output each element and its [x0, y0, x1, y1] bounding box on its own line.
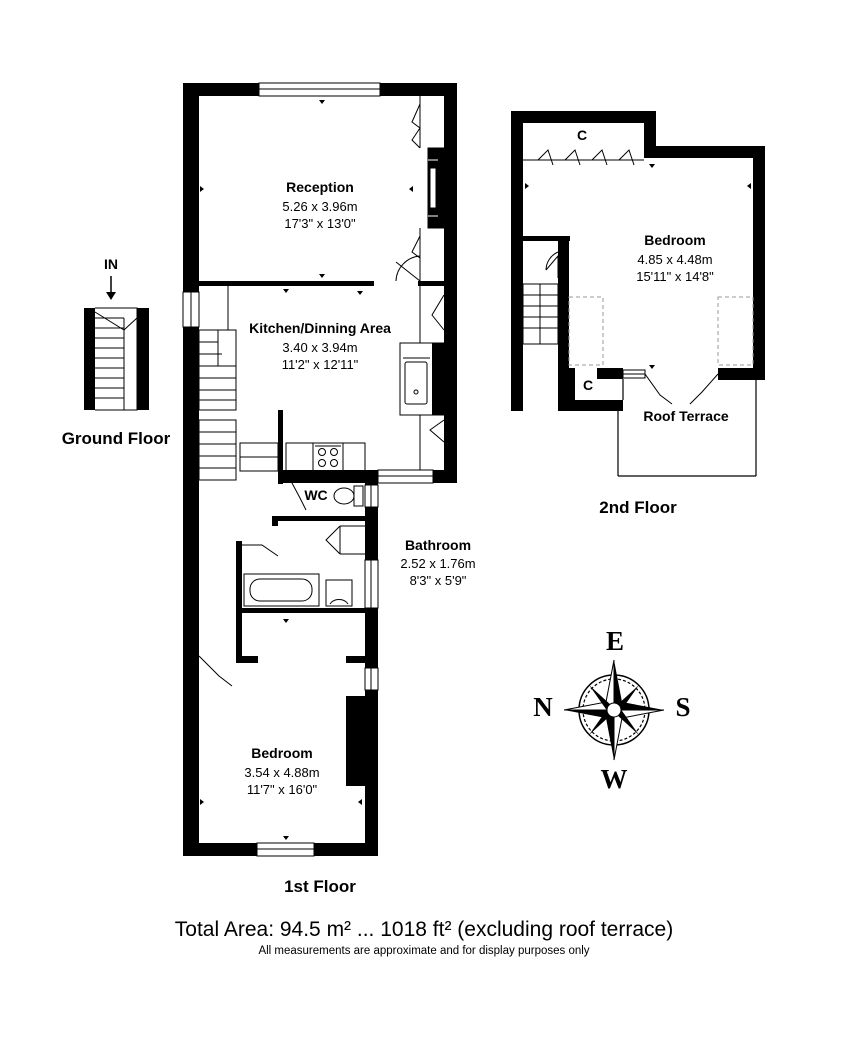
bedroom1-imperial: 11'7" x 16'0": [246, 782, 318, 797]
compass-east-label: E: [605, 626, 624, 656]
cupboard-bottom-label: C: [582, 377, 594, 393]
bedroom1-metric: 3.54 x 4.88m: [244, 765, 320, 780]
reception-metric: 5.26 x 3.96m: [282, 199, 358, 214]
total-area: Total Area: 94.5 m² ... 1018 ft² (exclud…: [174, 918, 674, 941]
bedroom2-name: Bedroom: [644, 232, 706, 248]
measurement-disclaimer: All measurements are approximate and for…: [258, 945, 590, 957]
compass-south-label: S: [675, 692, 691, 722]
bathroom-imperial: 8'3" x 5'9": [409, 573, 467, 588]
bathroom-metric: 2.52 x 1.76m: [400, 556, 476, 571]
bedroom2-imperial: 15'11" x 14'8": [636, 269, 714, 284]
bedroom2-metric: 4.85 x 4.48m: [637, 252, 713, 267]
reception-imperial: 17'3" x 13'0": [284, 216, 356, 231]
bathroom-name: Bathroom: [404, 537, 472, 553]
first-floor-plan: [182, 82, 457, 857]
second-floor-title: 2nd Floor: [599, 498, 677, 517]
entrance-label: IN: [104, 256, 118, 272]
cupboard-top-label: C: [576, 127, 588, 143]
kitchen-name: Kitchen/Dinning Area: [249, 320, 391, 336]
compass-west-label: W: [600, 764, 628, 794]
kitchen-metric: 3.40 x 3.94m: [282, 340, 358, 355]
kitchen-imperial: 11'2" x 12'11": [281, 357, 359, 372]
ground-floor-title: Ground Floor: [61, 429, 171, 448]
second-floor-plan: [511, 111, 765, 477]
bedroom1-name: Bedroom: [251, 745, 313, 761]
reception-name: Reception: [286, 179, 354, 195]
first-floor-title: 1st Floor: [284, 877, 356, 896]
compass-north-label: N: [533, 692, 553, 722]
roof-terrace-label: Roof Terrace: [643, 408, 729, 424]
compass-rose: [563, 659, 665, 761]
wc-name: WC: [304, 487, 328, 503]
ground-floor-plan: [84, 276, 149, 411]
